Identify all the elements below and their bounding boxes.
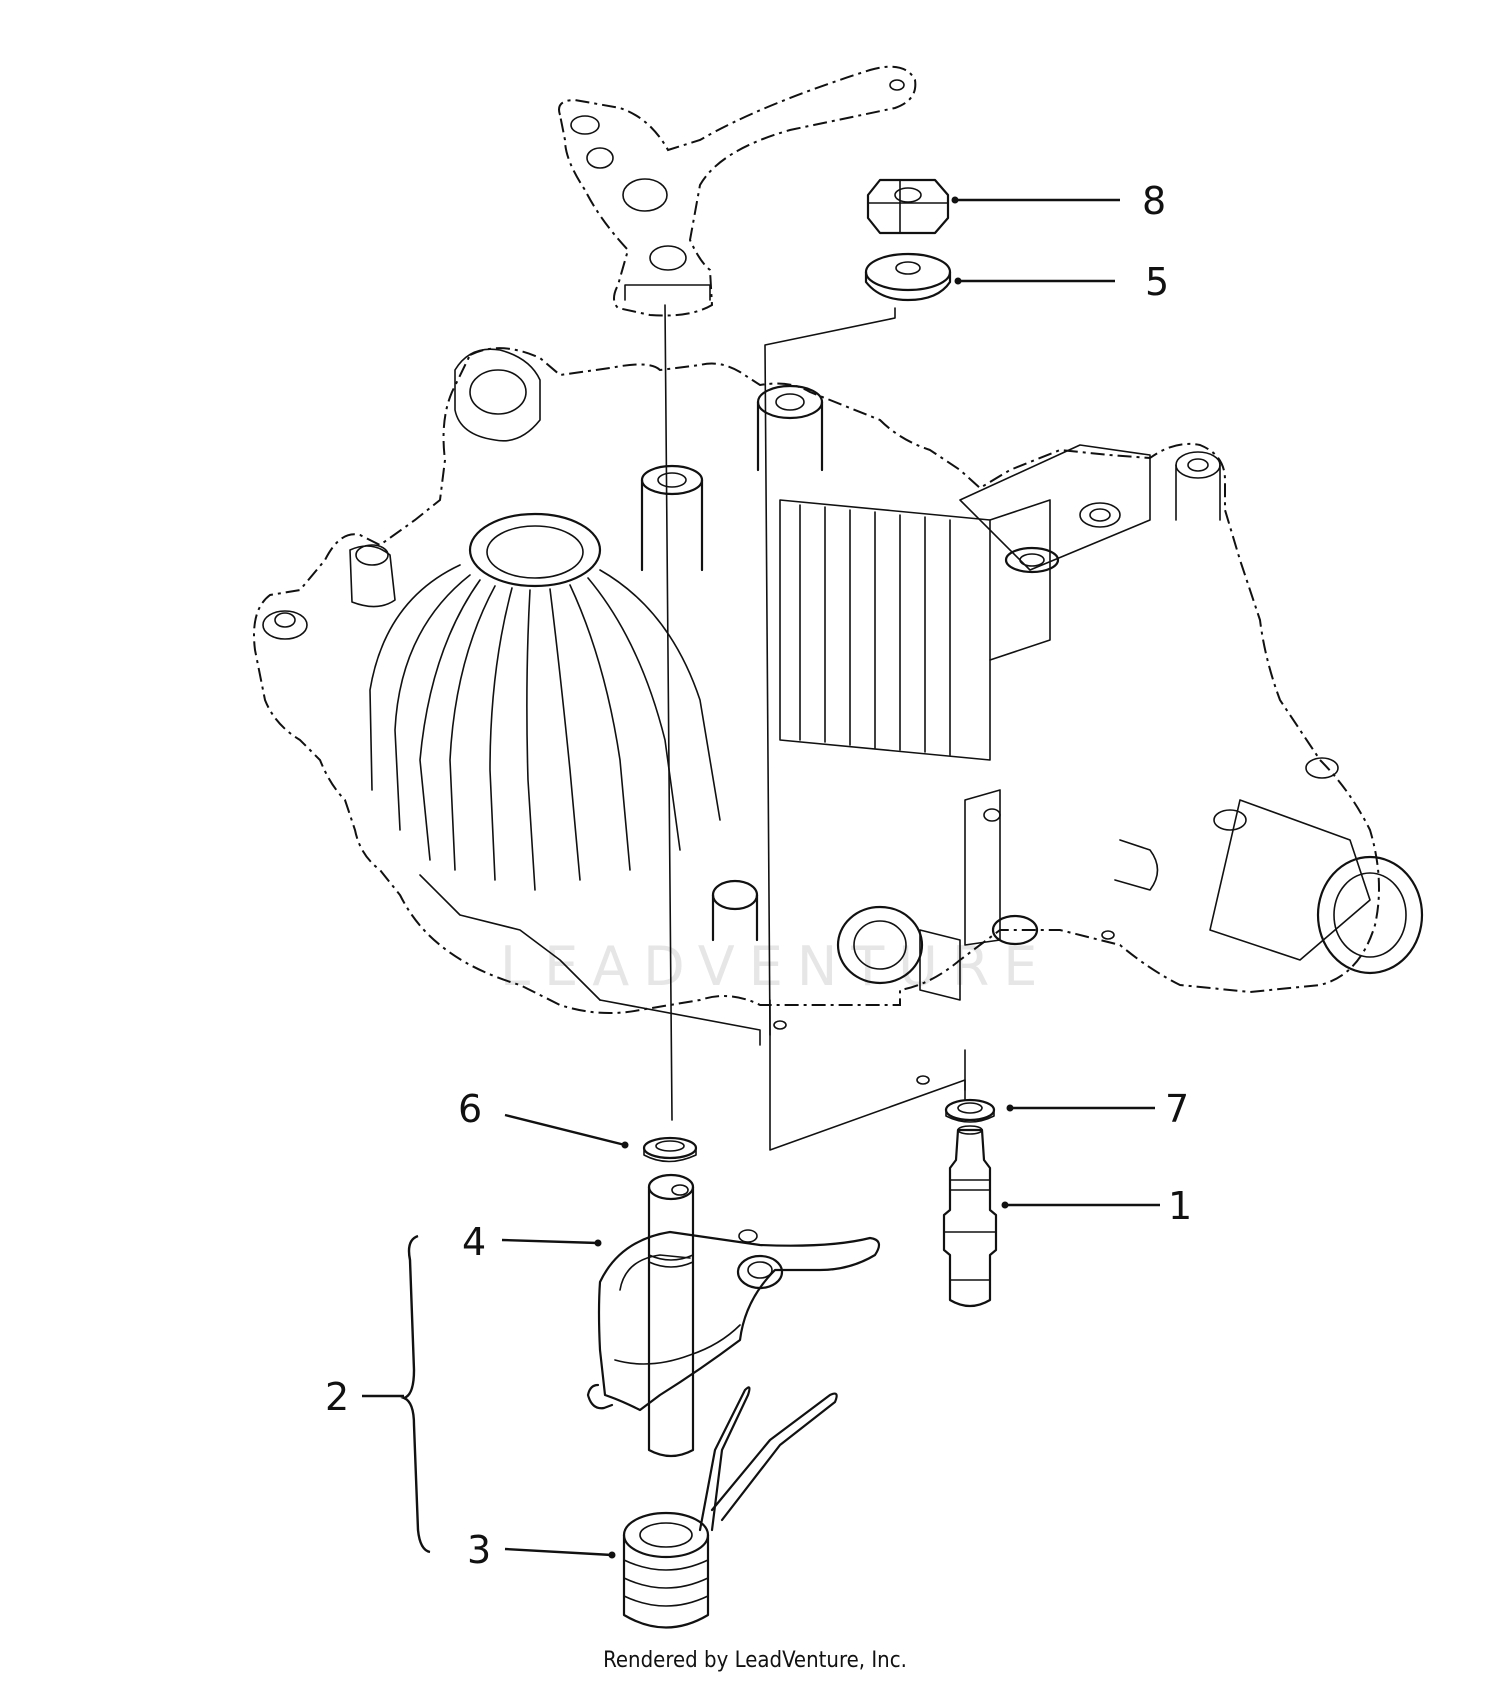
washer-part	[864, 252, 952, 302]
callout-7: 7	[1165, 1087, 1189, 1131]
callout-6: 6	[458, 1087, 482, 1131]
lever-arm-part	[558, 65, 917, 317]
leader-lines	[362, 196, 1160, 1559]
callout-5: 5	[1145, 260, 1169, 304]
render-credit: Rendered by LeadVenture, Inc.	[603, 1648, 907, 1673]
valve-plunger-part	[942, 1125, 998, 1308]
callout-4: 4	[462, 1220, 486, 1264]
hex-nut-part	[866, 178, 950, 235]
leader-6	[504, 1113, 626, 1147]
shift-shaft-and-fork-part	[586, 1173, 881, 1458]
assembly-lines	[664, 304, 966, 1151]
callout-2: 2	[325, 1375, 349, 1419]
torsion-spring-part	[622, 1386, 838, 1629]
leader-3	[504, 1547, 613, 1557]
callout-1: 1	[1168, 1184, 1192, 1228]
seal-ring-7	[944, 1098, 996, 1123]
seal-ring-6	[642, 1136, 698, 1163]
callout-3: 3	[467, 1528, 491, 1572]
group-bracket	[400, 1234, 431, 1554]
leader-4	[501, 1238, 599, 1245]
transaxle-housing	[253, 347, 1424, 1085]
callout-8: 8	[1142, 179, 1166, 223]
